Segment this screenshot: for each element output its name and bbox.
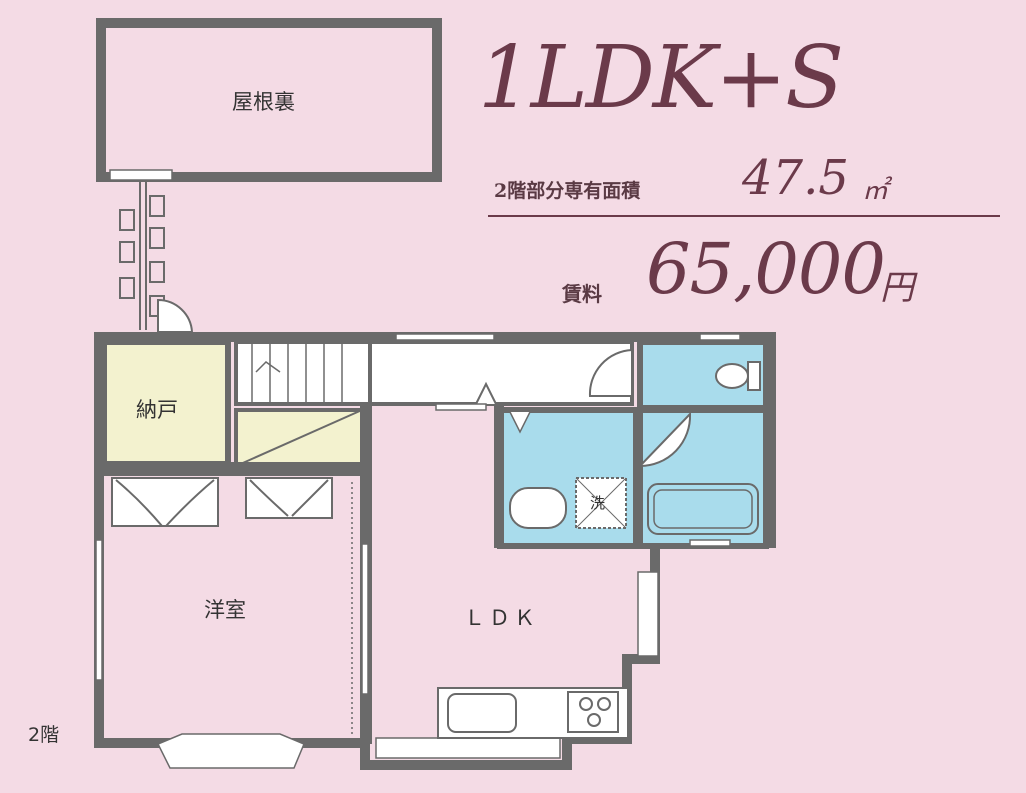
rent-unit: 円 [880,268,914,308]
windows [95,169,741,769]
kitchen-counter [437,687,629,739]
ladder-steps [119,182,165,330]
rent-label: 賃料 [562,282,602,306]
toilet-room [637,339,769,411]
attic-room [96,18,442,182]
closet-doors [111,477,333,527]
washer-label: 洗 [590,494,606,512]
floor-area-label: 2階部分専有面積 [494,180,641,202]
room-label-attic: 屋根裏 [232,90,295,114]
rent-value: 65,000 [646,228,886,310]
floor-area-unit: ㎡ [862,176,889,206]
room-label-storage: 納戸 [136,398,178,422]
door-swings [157,298,692,469]
staircase [234,340,372,468]
bathroom [637,407,769,549]
floor-area-value: 47.5 [742,150,849,206]
floor-label: 2階 [28,724,60,746]
room-label-western: 洋室 [204,598,246,622]
divider [488,215,1000,217]
layout-title: 1LDK+S [478,28,844,128]
room-label-ldk: ＬＤＫ [464,606,539,630]
washroom [497,407,639,549]
